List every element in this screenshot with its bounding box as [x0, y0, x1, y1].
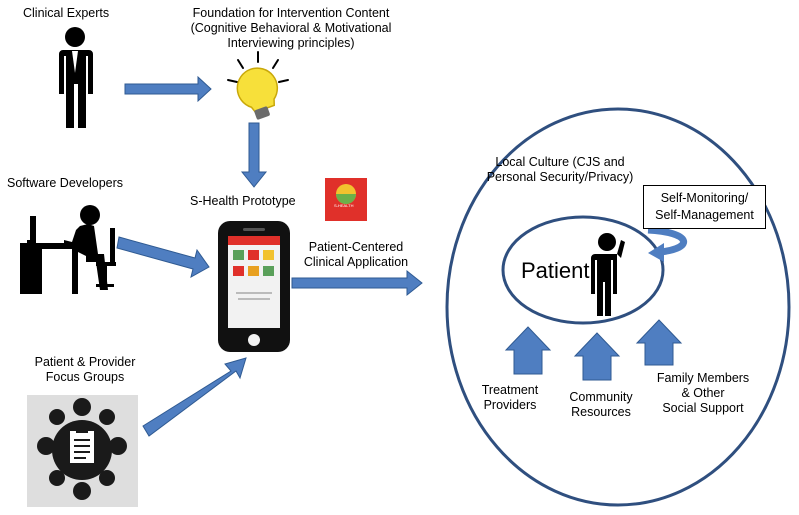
application-label-line2: Clinical Application: [303, 255, 409, 269]
s-health-app-icon-text: S-HEALTH: [334, 203, 354, 208]
treatment-providers-line1: Treatment: [481, 383, 539, 397]
patient-circle: [501, 215, 665, 325]
software-developers-label: Software Developers: [7, 176, 124, 190]
family-support-line3: Social Support: [662, 401, 744, 415]
clinical-experts-label: Clinical Experts: [23, 6, 110, 20]
arrow-community-resources-up: [573, 332, 621, 381]
focus-groups-label: Patient & Provider Focus Groups: [20, 355, 150, 385]
smartphone-icon: [218, 221, 290, 352]
arrow-experts-to-foundation: [124, 75, 212, 103]
patient-figure-icon: [591, 233, 625, 316]
local-culture-label: Local Culture (CJS and Personal Security…: [480, 155, 640, 185]
s-health-app-icon: [325, 178, 367, 221]
focus-groups-label-line1: Patient & Provider: [34, 355, 136, 369]
focus-groups-label-line2: Focus Groups: [45, 370, 125, 384]
foundation-label-line2: (Cognitive Behavioral & Motivational: [190, 21, 392, 35]
family-support-label: Family Members & Other Social Support: [650, 371, 756, 416]
application-label-line1: Patient-Centered: [308, 240, 404, 254]
treatment-providers-label: Treatment Providers: [470, 383, 550, 413]
arrow-foundation-to-prototype: [240, 122, 268, 188]
treatment-providers-line2: Providers: [483, 398, 537, 412]
community-resources-label: Community Resources: [561, 390, 641, 420]
arrow-family-support-up: [635, 319, 683, 366]
self-monitoring-box: Self-Monitoring/ Self-Management: [643, 185, 766, 229]
foundation-label: Foundation for Intervention Content (Cog…: [175, 6, 407, 51]
arrow-focus-groups-to-phone: [142, 357, 247, 437]
local-culture-label-line1: Local Culture (CJS and: [495, 155, 625, 169]
patient-centered-application-label: Patient-Centered Clinical Application: [293, 240, 419, 270]
arrow-treatment-providers-up: [504, 326, 552, 375]
family-support-line2: & Other: [681, 386, 725, 400]
self-monitoring-curved-arrow: [647, 226, 687, 262]
self-monitoring-line1: Self-Monitoring/: [660, 191, 749, 205]
arrow-developers-to-phone: [116, 236, 210, 278]
focus-group-icon: [27, 395, 138, 507]
foundation-label-line3: Interviewing principles): [227, 36, 355, 50]
lightbulb-icon: [227, 51, 289, 120]
local-culture-label-line2: Personal Security/Privacy): [486, 170, 634, 184]
community-resources-line2: Resources: [571, 405, 631, 419]
community-resources-line1: Community: [569, 390, 633, 404]
family-support-line1: Family Members: [656, 371, 750, 385]
s-health-prototype-label: S-Health Prototype: [190, 194, 296, 208]
patient-label: Patient: [521, 258, 590, 283]
clinical-expert-icon: [59, 27, 93, 128]
local-culture-ellipse: [445, 107, 791, 507]
foundation-label-line1: Foundation for Intervention Content: [192, 6, 390, 20]
arrow-phone-to-patient-context: [291, 269, 423, 297]
software-developer-icon: [20, 205, 116, 294]
self-monitoring-line2: Self-Management: [655, 208, 754, 222]
